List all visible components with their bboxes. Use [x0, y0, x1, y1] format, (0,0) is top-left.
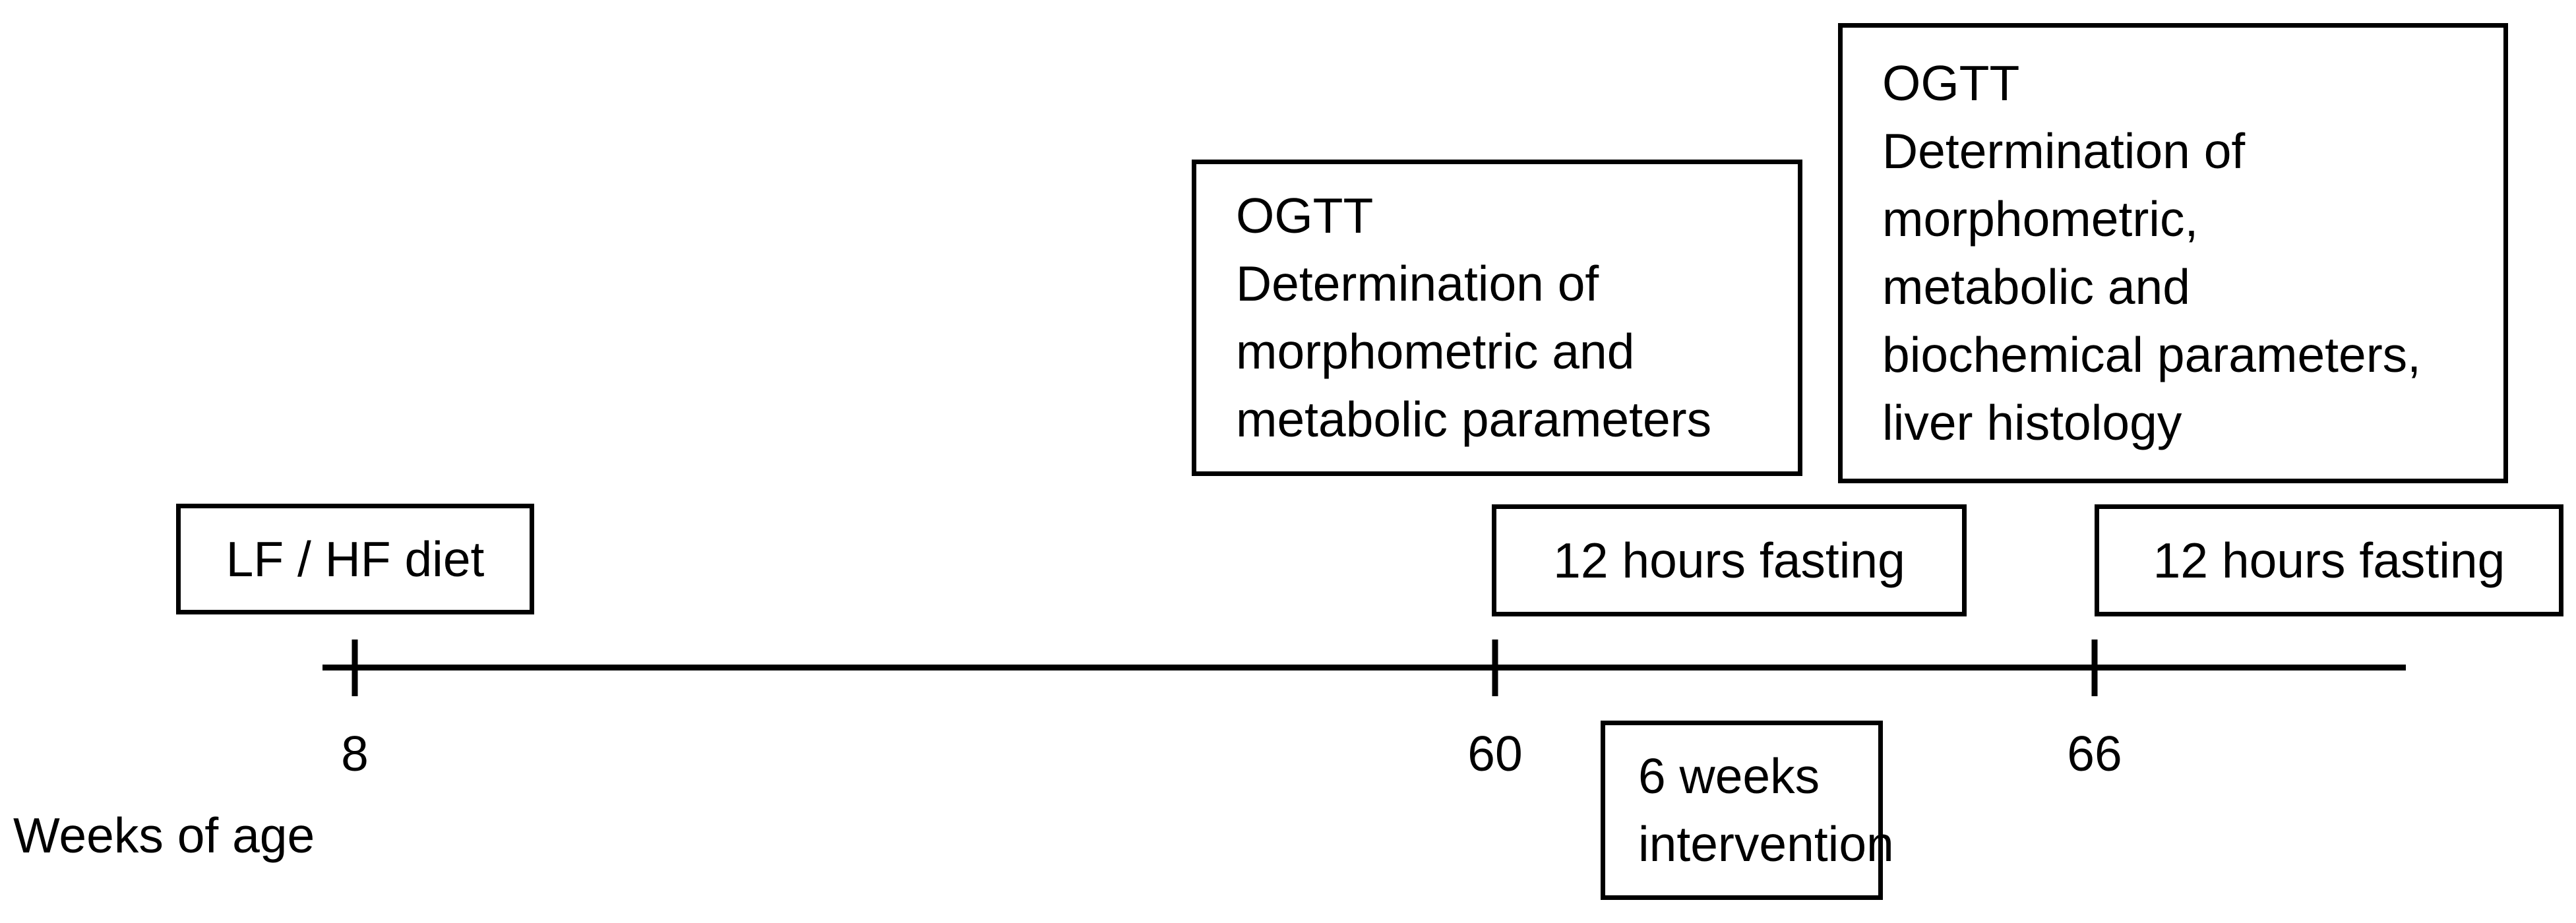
fasting-week66-box: 12 hours fasting — [2095, 504, 2563, 616]
intervention-line-1: 6 weeks — [1638, 748, 1820, 804]
fasting-week60-label: 12 hours fasting — [1553, 532, 1905, 588]
ogtt-week60-line-4: metabolic parameters — [1236, 392, 1712, 447]
tick-label-week8: 8 — [341, 726, 369, 781]
timeline-axis-line — [322, 665, 2406, 670]
ogtt-week66-line-2: Determination of — [1882, 123, 2246, 179]
intervention-line-2: intervention — [1638, 816, 1894, 872]
ogtt-week66-line-5: biochemical parameters, — [1882, 327, 2422, 382]
fasting-week60-box: 12 hours fasting — [1492, 504, 1967, 616]
fasting-week66-label: 12 hours fasting — [2153, 532, 2505, 588]
tick-label-week66: 66 — [2067, 726, 2122, 781]
ogtt-week66-line-1: OGTT — [1882, 55, 2020, 111]
ogtt-week66-line-6: liver histology — [1882, 395, 2182, 450]
ogtt-week66-line-4: metabolic and — [1882, 259, 2190, 314]
ogtt-week60-line-2: Determination of — [1236, 256, 1599, 311]
diet-box: LF / HF diet — [176, 504, 534, 614]
axis-caption: Weeks of age — [13, 808, 315, 863]
ogtt-week66-line-3: morphometric, — [1882, 191, 2199, 247]
ogtt-week66-box: OGTT Determination of morphometric, meta… — [1838, 23, 2508, 483]
tick-label-week60: 60 — [1467, 726, 1523, 781]
diet-box-label: LF / HF diet — [226, 531, 485, 587]
ogtt-week60-box: OGTT Determination of morphometric and m… — [1192, 160, 1802, 476]
intervention-box: 6 weeks intervention — [1601, 721, 1894, 900]
ogtt-week60-line-3: morphometric and — [1236, 324, 1635, 379]
tick-mark-week8 — [352, 640, 358, 696]
tick-mark-week60 — [1492, 640, 1498, 696]
tick-mark-week66 — [2091, 640, 2098, 696]
ogtt-week60-line-1: OGTT — [1236, 188, 1374, 243]
